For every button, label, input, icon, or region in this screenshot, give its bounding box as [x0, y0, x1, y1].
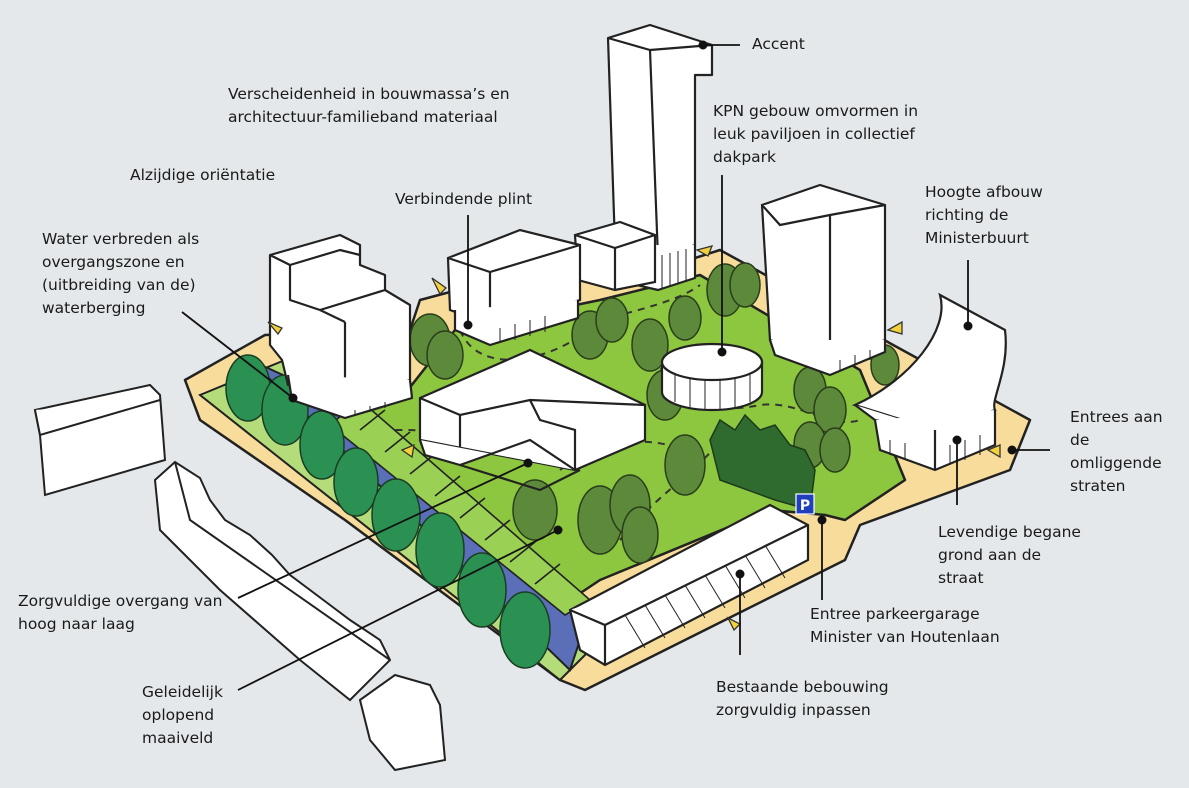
parking-sign-icon	[795, 493, 815, 515]
leader-dots	[288, 40, 1017, 579]
label-levendig: Levendige begane grond aan de straat	[938, 523, 1081, 587]
label-plint: Verbindende plint	[395, 190, 533, 208]
label-zorgvuldig: Zorgvuldige overgang van hoog naar laag	[18, 592, 223, 633]
label-hoogte: Hoogte afbouw richting de Ministerbuurt	[925, 183, 1043, 247]
kpn-pavilion	[660, 342, 764, 412]
label-accent: Accent	[752, 35, 805, 53]
label-bestaande: Bestaande bebouwing zorgvuldig inpassen	[716, 678, 889, 719]
right-tower	[760, 183, 887, 377]
label-entrees: Entrees aan de omliggende straten	[1070, 408, 1163, 495]
existing-row-building	[568, 503, 810, 667]
central-building	[418, 348, 647, 492]
plinth-building	[446, 228, 582, 347]
label-alzijdig: Alzijdige oriëntatie	[130, 166, 276, 184]
label-kpn: KPN gebouw omvormen in leuk paviljoen in…	[713, 102, 919, 166]
tower-podium	[573, 220, 657, 292]
parking-sign-text: P	[800, 498, 810, 514]
stepped-building	[268, 233, 414, 420]
label-verscheidenheid: Verscheidenheid in bouwmassa’s en archit…	[228, 85, 510, 126]
label-water: Water verbreden als overgangszone en (ui…	[42, 230, 200, 317]
conifer-hedge	[709, 413, 816, 511]
label-parkeergarage: Entree parkeergarage Minister van Houten…	[810, 605, 1000, 646]
leader-lines	[181, 44, 1050, 691]
entrance-arrow-icons	[267, 245, 1001, 632]
label-geleidelijk: Geleidelijk oplopend maaiveld	[142, 683, 223, 747]
